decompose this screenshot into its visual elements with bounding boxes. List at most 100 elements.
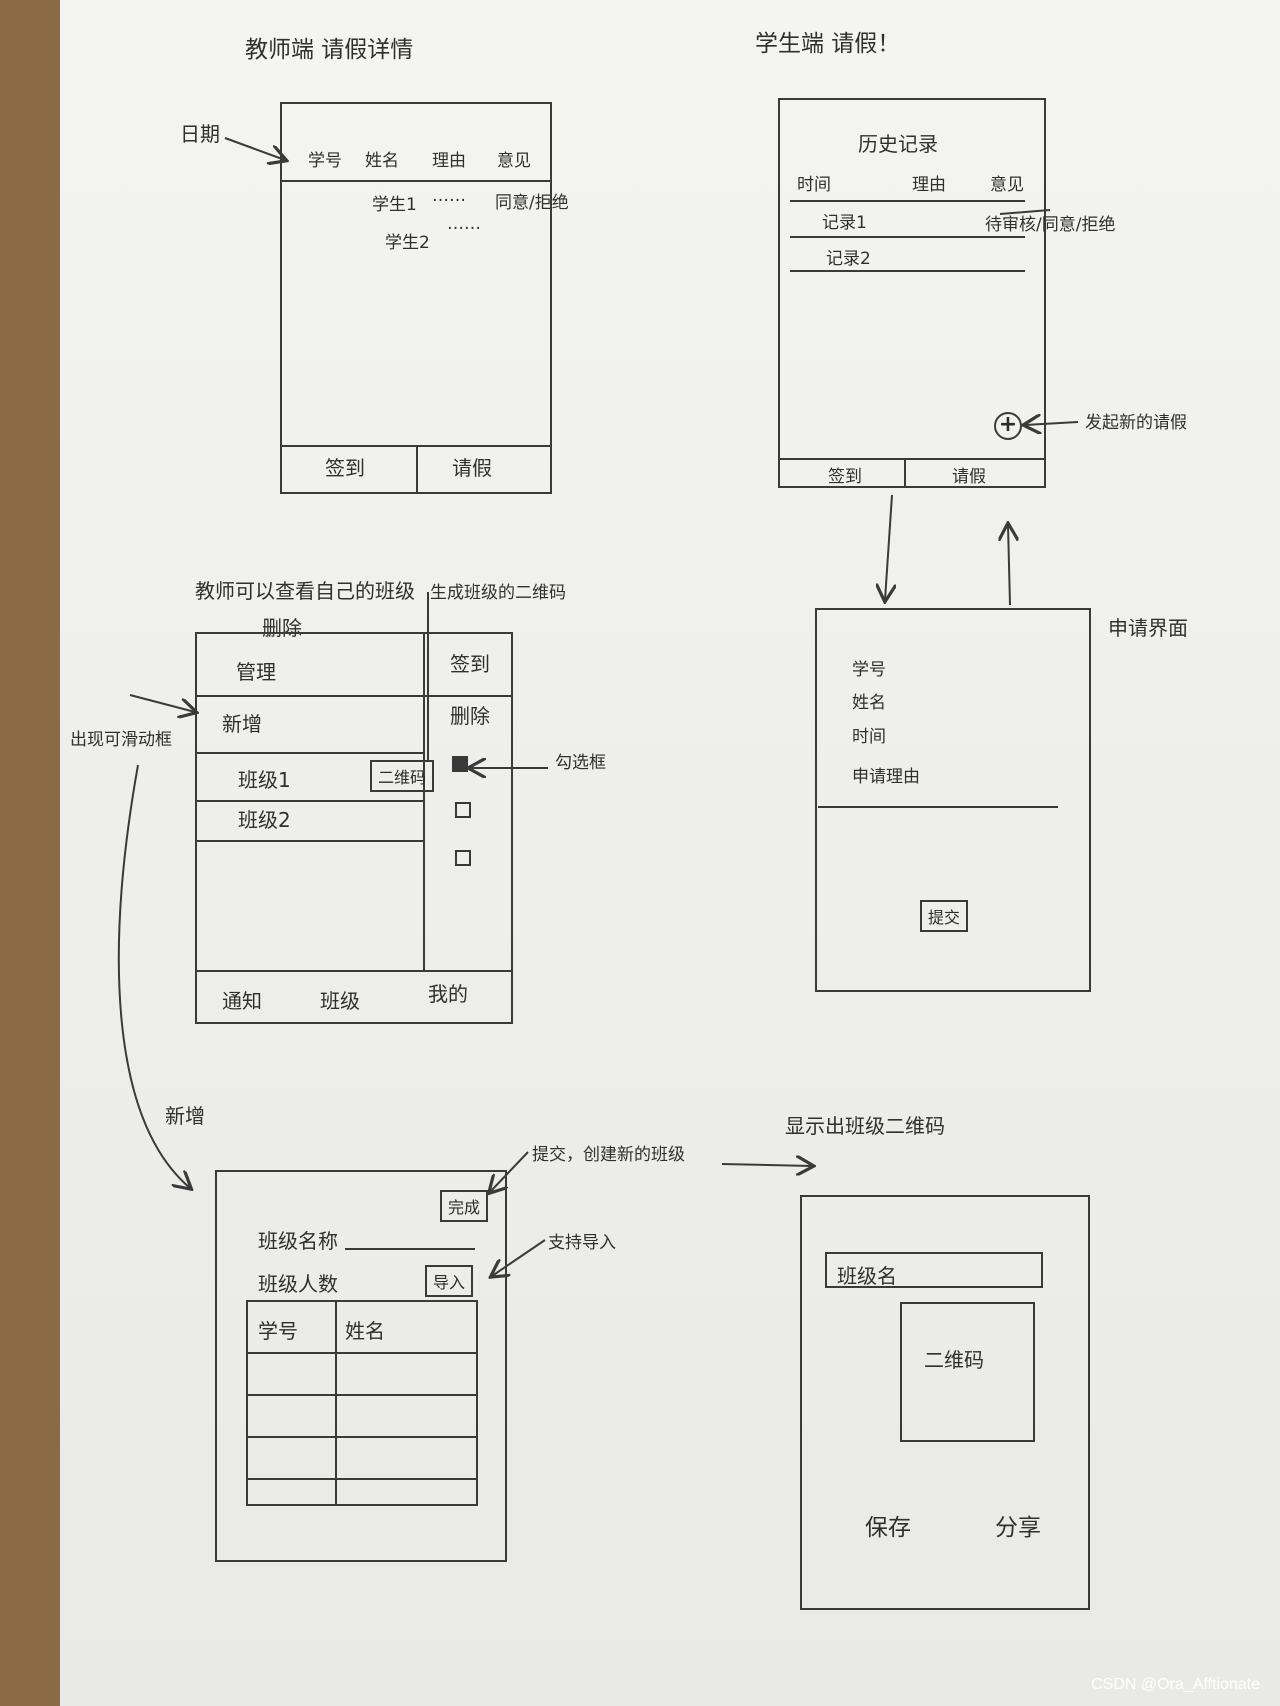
row-ellipsis-2: …… bbox=[447, 214, 481, 234]
class-name-field[interactable]: 班级名称 bbox=[258, 1229, 338, 1253]
header-divider bbox=[282, 180, 550, 182]
add-leave-arrow bbox=[1025, 422, 1079, 425]
add-leave-note: 发起新的请假 bbox=[1085, 413, 1187, 433]
table-row-line-2 bbox=[248, 1394, 476, 1396]
status-annotation: 待审核/同意/拒绝 bbox=[985, 215, 1116, 235]
import-annotation: 支持导入 bbox=[548, 1233, 616, 1253]
status-connector bbox=[999, 209, 1051, 215]
class-item-1[interactable]: 班级1 bbox=[238, 768, 291, 792]
history-divider-1 bbox=[790, 200, 1025, 202]
tab-signin[interactable]: 签到 bbox=[325, 456, 365, 480]
qr-code-box: 二维码 bbox=[900, 1302, 1035, 1442]
history-divider-2 bbox=[790, 236, 1025, 238]
tab-class[interactable]: 班级 bbox=[320, 989, 360, 1013]
new-class-flow-label: 新增 bbox=[165, 1104, 205, 1128]
col-header-opinion: 意见 bbox=[497, 151, 531, 171]
apply-screen bbox=[815, 608, 1091, 992]
checkbox-annotation: 勾选框 bbox=[555, 753, 606, 773]
student-leave-title: 学生端 请假！ bbox=[755, 31, 901, 57]
share-button[interactable]: 分享 bbox=[995, 1515, 1041, 1541]
teacher-class-title: 教师可以查看自己的班级 bbox=[195, 579, 415, 603]
apply-submit-button[interactable]: 提交 bbox=[920, 900, 969, 932]
to-qr-arrow bbox=[721, 1164, 812, 1166]
row-status[interactable]: 同意/拒绝 bbox=[495, 193, 569, 213]
class-checkbox-3[interactable] bbox=[455, 850, 471, 866]
class-divider-2 bbox=[197, 800, 423, 802]
class-tabbar-divider bbox=[197, 970, 511, 972]
teacher-leave-title: 教师端 请假详情 bbox=[245, 37, 414, 63]
teacher-class-screen bbox=[195, 632, 513, 1024]
history-divider-3 bbox=[790, 270, 1025, 272]
submit-annotation: 提交，创建新的班级 bbox=[532, 1145, 685, 1165]
done-button[interactable]: 完成 bbox=[440, 1190, 489, 1222]
class-name-banner: 班级名 bbox=[825, 1252, 1043, 1288]
paper-sheet bbox=[60, 0, 1280, 1706]
apply-field-id[interactable]: 学号 bbox=[852, 660, 886, 680]
delete-class-action[interactable]: 删除 bbox=[450, 704, 490, 728]
csdn-watermark: CSDN @Ora_Afftionate bbox=[1091, 1676, 1260, 1693]
qr-annotation: 生成班级的二维码 bbox=[430, 583, 566, 603]
student-tabbar-split bbox=[904, 458, 906, 486]
table-col-divider bbox=[335, 1300, 337, 1506]
col-header-id: 学号 bbox=[308, 151, 342, 171]
qr-code-label: 二维码 bbox=[924, 1348, 984, 1372]
student-tab-signin[interactable]: 签到 bbox=[828, 467, 862, 487]
tab-notice[interactable]: 通知 bbox=[222, 989, 262, 1013]
new-class-curve-arrow bbox=[117, 764, 190, 1188]
tab-leave[interactable]: 请假 bbox=[452, 456, 492, 480]
table-row-line-1 bbox=[248, 1352, 476, 1354]
class-item-2[interactable]: 班级2 bbox=[238, 808, 291, 832]
class-divider-3 bbox=[197, 840, 423, 842]
apply-field-reason[interactable]: 申请理由 bbox=[852, 767, 920, 787]
import-arrow bbox=[492, 1239, 546, 1276]
table-row-line-3 bbox=[248, 1436, 476, 1438]
side-signin[interactable]: 签到 bbox=[450, 652, 490, 676]
class-name-underline bbox=[345, 1248, 475, 1250]
qr-screen bbox=[800, 1195, 1090, 1610]
student-leave-screen bbox=[778, 98, 1046, 488]
slide-panel-annotation: 出现可滑动框 bbox=[70, 730, 172, 750]
apply-label: 申请界面 bbox=[1108, 616, 1188, 640]
class-name-text: 班级名 bbox=[837, 1264, 897, 1288]
import-button[interactable]: 导入 bbox=[425, 1265, 474, 1297]
class-size-field[interactable]: 班级人数 bbox=[258, 1272, 338, 1296]
tabbar-split bbox=[416, 445, 418, 492]
manage-divider bbox=[197, 695, 511, 697]
student-table bbox=[246, 1300, 478, 1506]
apply-divider bbox=[818, 806, 1058, 808]
history-record-2[interactable]: 记录2 bbox=[826, 249, 871, 269]
table-header-name: 姓名 bbox=[345, 1319, 385, 1343]
student-tab-leave[interactable]: 请假 bbox=[952, 467, 986, 487]
save-button[interactable]: 保存 bbox=[865, 1515, 911, 1541]
side-panel-divider bbox=[423, 632, 425, 972]
col-reason: 理由 bbox=[912, 175, 946, 195]
class-divider-1 bbox=[197, 752, 423, 754]
row-student-2[interactable]: 学生2 bbox=[385, 233, 430, 253]
date-arrow bbox=[224, 137, 285, 160]
submit-arrow bbox=[490, 1151, 529, 1192]
table-row-line-4 bbox=[248, 1478, 476, 1480]
qr-page-label: 显示出班级二维码 bbox=[785, 1114, 945, 1138]
back-from-apply-arrow bbox=[1008, 525, 1010, 606]
col-time: 时间 bbox=[797, 175, 831, 195]
class-checkbox-2[interactable] bbox=[455, 802, 471, 818]
row-student-1[interactable]: 学生1 bbox=[372, 195, 417, 215]
to-apply-arrow bbox=[885, 494, 892, 600]
teacher-leave-screen bbox=[280, 102, 552, 494]
student-tabbar-divider bbox=[780, 458, 1044, 460]
qr-button[interactable]: 二维码 bbox=[370, 760, 435, 792]
table-header-id: 学号 bbox=[258, 1319, 298, 1343]
tab-mine[interactable]: 我的 bbox=[428, 982, 468, 1006]
col-header-reason: 理由 bbox=[432, 151, 466, 171]
history-header: 历史记录 bbox=[858, 132, 938, 156]
apply-field-name[interactable]: 姓名 bbox=[852, 693, 886, 713]
apply-field-time[interactable]: 时间 bbox=[852, 727, 886, 747]
history-record-1[interactable]: 记录1 bbox=[822, 213, 867, 233]
date-annotation: 日期 bbox=[180, 122, 220, 146]
new-class-action[interactable]: 新增 bbox=[222, 712, 262, 736]
col-header-name: 姓名 bbox=[365, 151, 399, 171]
new-class-screen bbox=[215, 1170, 507, 1562]
slide-panel-arrow bbox=[129, 694, 195, 712]
teacher-class-subtitle: 删除 bbox=[262, 616, 302, 640]
